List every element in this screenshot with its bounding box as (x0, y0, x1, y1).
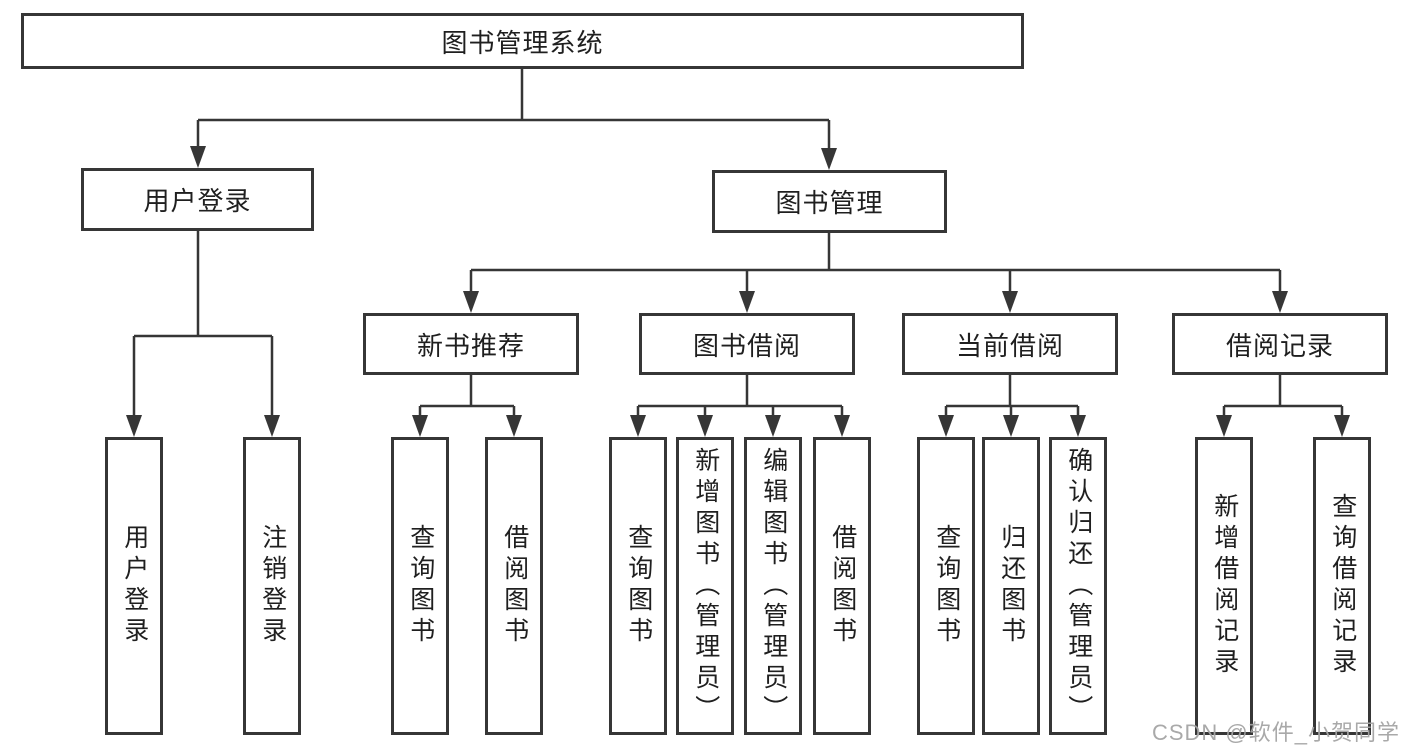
node-user-login-label: 用户登录 (143, 186, 252, 216)
node-add-books-label: 新增图书（管理员） (691, 446, 720, 726)
node-confirm-return: 确认归还（管理员） (1049, 437, 1107, 735)
node-edit-books: 编辑图书（管理员） (744, 437, 802, 735)
node-return-books-label: 归还图书 (997, 524, 1026, 648)
connector-newbookrec-to-children (418, 375, 516, 421)
node-query-books-1-label: 查询图书 (406, 524, 435, 648)
node-new-book-rec: 新书推荐 (363, 313, 579, 375)
node-root: 图书管理系统 (21, 13, 1024, 69)
connector-bookmgmt-to-level3 (469, 233, 1282, 297)
node-borrow-books-1: 借阅图书 (485, 437, 543, 735)
node-book-mgmt: 图书管理 (712, 170, 947, 233)
node-current-borrow-label: 当前借阅 (955, 330, 1064, 361)
node-query-books-1: 查询图书 (391, 437, 449, 735)
node-return-books: 归还图书 (982, 437, 1040, 735)
node-borrow-records-label: 借阅记录 (1225, 330, 1334, 361)
node-current-borrow: 当前借阅 (902, 313, 1118, 375)
node-user-login-leaf: 用户登录 (105, 437, 163, 735)
node-edit-books-label: 编辑图书（管理员） (759, 446, 788, 726)
connector-borrowrecords-to-children (1222, 375, 1344, 421)
node-add-borrow-record: 新增借阅记录 (1195, 437, 1253, 735)
connector-userlogin-to-children (132, 231, 274, 421)
node-query-books-3: 查询图书 (917, 437, 975, 735)
node-logout: 注销登录 (243, 437, 301, 735)
node-borrow-books-1-label: 借阅图书 (500, 524, 529, 648)
node-user-login-leaf-label: 用户登录 (120, 524, 149, 648)
node-query-books-2: 查询图书 (609, 437, 667, 735)
node-add-borrow-record-label: 新增借阅记录 (1210, 493, 1239, 679)
node-query-books-2-label: 查询图书 (624, 524, 653, 648)
node-user-login: 用户登录 (81, 168, 314, 231)
node-book-borrow: 图书借阅 (639, 313, 855, 375)
node-query-borrow-record: 查询借阅记录 (1313, 437, 1371, 735)
node-add-books: 新增图书（管理员） (676, 437, 734, 735)
node-borrow-records: 借阅记录 (1172, 313, 1388, 375)
connector-bookborrow-to-children (636, 375, 844, 421)
node-root-label: 图书管理系统 (441, 27, 604, 58)
node-book-borrow-label: 图书借阅 (692, 330, 801, 361)
node-borrow-books-2: 借阅图书 (813, 437, 871, 735)
connector-root-to-level2 (196, 69, 831, 154)
node-confirm-return-label: 确认归还（管理员） (1064, 446, 1093, 726)
node-logout-label: 注销登录 (258, 524, 287, 648)
csdn-watermark: CSDN @软件_小贺同学 (1151, 720, 1400, 745)
connector-currentborrow-to-children (944, 375, 1080, 421)
node-new-book-rec-label: 新书推荐 (416, 330, 525, 361)
node-query-books-3-label: 查询图书 (932, 524, 961, 648)
node-borrow-books-2-label: 借阅图书 (828, 524, 857, 648)
node-book-mgmt-label: 图书管理 (775, 188, 884, 218)
node-query-borrow-record-label: 查询借阅记录 (1328, 493, 1357, 679)
arrowheads (126, 146, 1350, 437)
